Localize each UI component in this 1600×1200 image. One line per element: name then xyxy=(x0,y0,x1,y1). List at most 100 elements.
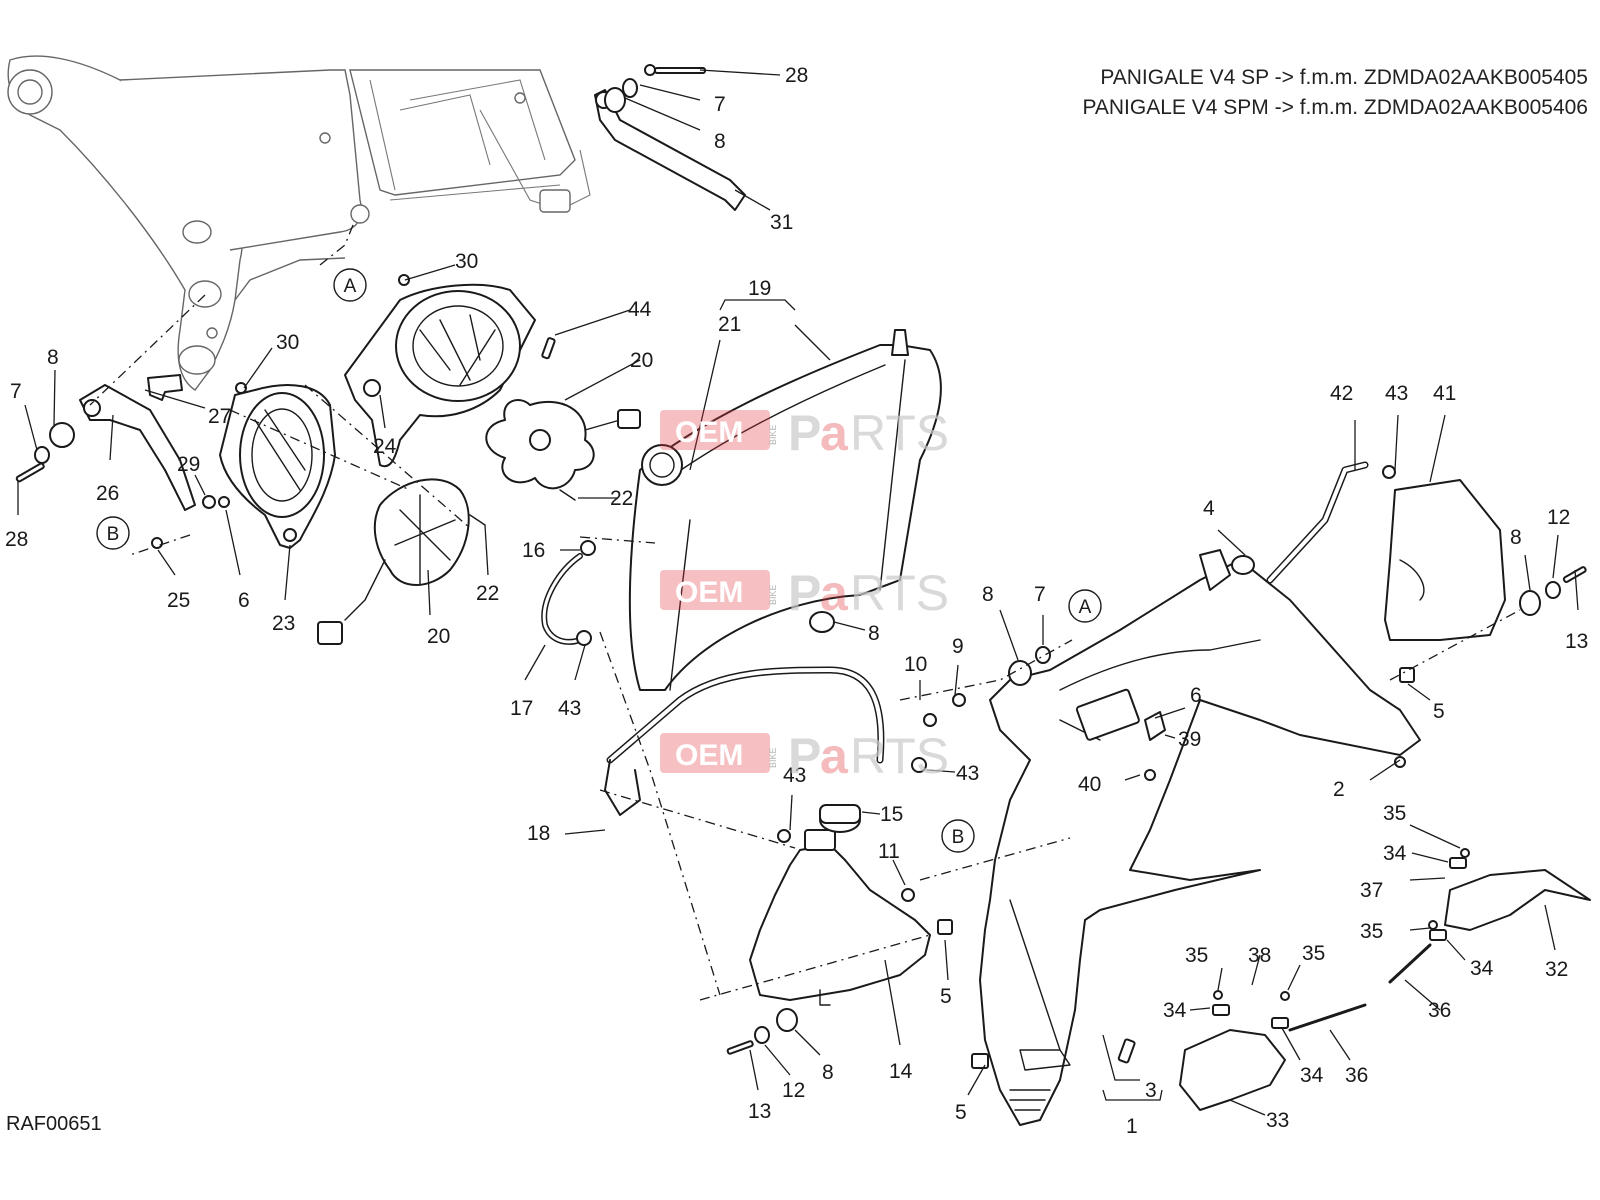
callout-2: 2 xyxy=(1333,778,1345,801)
callout-34: 34 xyxy=(1470,957,1494,980)
hardware xyxy=(15,64,1587,1069)
radiator xyxy=(628,329,942,691)
callout-43: 43 xyxy=(558,697,581,720)
fan-shroud-lower xyxy=(219,384,336,549)
callout-19: 19 xyxy=(748,277,771,300)
watermark-oem: OEM xyxy=(675,739,743,772)
hose-18 xyxy=(604,666,885,816)
callout-12: 12 xyxy=(1547,506,1570,529)
callout-20: 20 xyxy=(630,349,653,372)
callout-5: 5 xyxy=(940,985,952,1008)
watermark: OEM BIKE P a RTS xyxy=(660,565,949,621)
callout-18: 18 xyxy=(527,822,550,845)
cover-41 xyxy=(1384,479,1506,641)
callout-35: 35 xyxy=(1185,944,1208,967)
watermark-a: a xyxy=(820,405,849,461)
callout-8: 8 xyxy=(47,346,59,369)
watermark: OEM BIKE P a RTS xyxy=(660,728,949,784)
watermark-p: P xyxy=(788,728,821,784)
callout-8: 8 xyxy=(714,130,726,153)
watermark-oem: OEM xyxy=(675,416,743,449)
callout-28: 28 xyxy=(5,528,28,551)
callout-11: 11 xyxy=(878,840,900,863)
fan-shroud-upper xyxy=(344,283,536,468)
callout-30: 30 xyxy=(455,250,478,273)
callout-10: 10 xyxy=(904,653,927,676)
duct-32 xyxy=(1444,869,1591,931)
callout-15: 15 xyxy=(880,803,903,826)
assembly-lines xyxy=(89,224,1521,1001)
callout-34: 34 xyxy=(1300,1064,1324,1087)
callout-29: 29 xyxy=(177,453,200,476)
expansion-tank xyxy=(749,804,931,1006)
callout-44: 44 xyxy=(628,298,652,321)
callout-5: 5 xyxy=(1433,700,1445,723)
ref-letter-b: B xyxy=(107,524,120,545)
callout-36: 36 xyxy=(1428,999,1451,1022)
ref-circle-b-left: B xyxy=(96,516,130,550)
watermark-p: P xyxy=(788,565,821,621)
callout-21: 21 xyxy=(718,313,741,336)
callout-31: 31 xyxy=(770,211,793,234)
hose-42 xyxy=(1266,461,1369,584)
callout-41: 41 xyxy=(1433,382,1456,405)
callout-22: 22 xyxy=(610,487,633,510)
callout-7: 7 xyxy=(10,380,22,403)
ref-letter-b: B xyxy=(952,827,965,848)
callout-numbers: 28 7 8 31 30 44 20 30 24 27 8 7 26 29 28… xyxy=(5,64,1588,1138)
callout-9: 9 xyxy=(952,635,964,658)
watermark-bike: BIKE xyxy=(768,747,778,768)
callout-23: 23 xyxy=(272,612,295,635)
callout-8: 8 xyxy=(1510,526,1522,549)
duct-33 xyxy=(1179,1029,1286,1111)
callout-5: 5 xyxy=(955,1101,967,1124)
callout-8: 8 xyxy=(982,583,994,606)
watermark: OEM BIKE P a RTS xyxy=(660,405,949,461)
callout-7: 7 xyxy=(714,93,726,116)
callout-8: 8 xyxy=(822,1061,834,1084)
callout-43: 43 xyxy=(783,764,806,787)
callout-35: 35 xyxy=(1360,920,1383,943)
callout-27: 27 xyxy=(208,405,231,428)
ref-circle-b-center: B xyxy=(941,819,975,853)
callout-16: 16 xyxy=(522,539,545,562)
callout-33: 33 xyxy=(1266,1109,1289,1132)
watermark-bike: BIKE xyxy=(768,424,778,445)
callout-32: 32 xyxy=(1545,958,1568,981)
callout-26: 26 xyxy=(96,482,119,505)
callout-30: 30 xyxy=(276,331,299,354)
bracket-26 xyxy=(79,384,196,511)
callout-36: 36 xyxy=(1345,1064,1368,1087)
fan-lower xyxy=(317,478,470,645)
callout-38: 38 xyxy=(1248,944,1271,967)
fan-upper xyxy=(485,399,641,490)
callout-7: 7 xyxy=(1034,583,1046,606)
callout-43: 43 xyxy=(1385,382,1408,405)
callout-1: 1 xyxy=(1126,1115,1138,1138)
callout-43: 43 xyxy=(956,762,979,785)
callout-34: 34 xyxy=(1383,842,1407,865)
callout-6: 6 xyxy=(238,589,250,612)
callout-13: 13 xyxy=(748,1100,771,1123)
callout-42: 42 xyxy=(1330,382,1353,405)
watermark-rts: RTS xyxy=(850,565,949,621)
ref-letter-a: A xyxy=(1079,597,1092,618)
callout-35: 35 xyxy=(1383,802,1406,825)
side-fairing xyxy=(979,549,1421,1126)
ref-circle-a-left: A xyxy=(333,268,367,302)
callout-25: 25 xyxy=(167,589,190,612)
callout-8: 8 xyxy=(868,622,880,645)
model-line-sp: PANIGALE V4 SP -> f.m.m. ZDMDA02AAKB0054… xyxy=(1100,66,1588,89)
callout-22: 22 xyxy=(476,582,499,605)
callout-37: 37 xyxy=(1360,879,1383,902)
callout-34: 34 xyxy=(1163,999,1187,1022)
drawing-code: RAF00651 xyxy=(6,1113,102,1135)
callout-39: 39 xyxy=(1178,728,1201,751)
watermark-bike: BIKE xyxy=(768,584,778,605)
watermark-rts: RTS xyxy=(850,728,949,784)
ref-circle-a-right: A xyxy=(1068,589,1102,623)
callout-35: 35 xyxy=(1302,942,1325,965)
watermark-oem: OEM xyxy=(675,576,743,609)
callout-20: 20 xyxy=(427,625,450,648)
watermark-a: a xyxy=(820,565,849,621)
